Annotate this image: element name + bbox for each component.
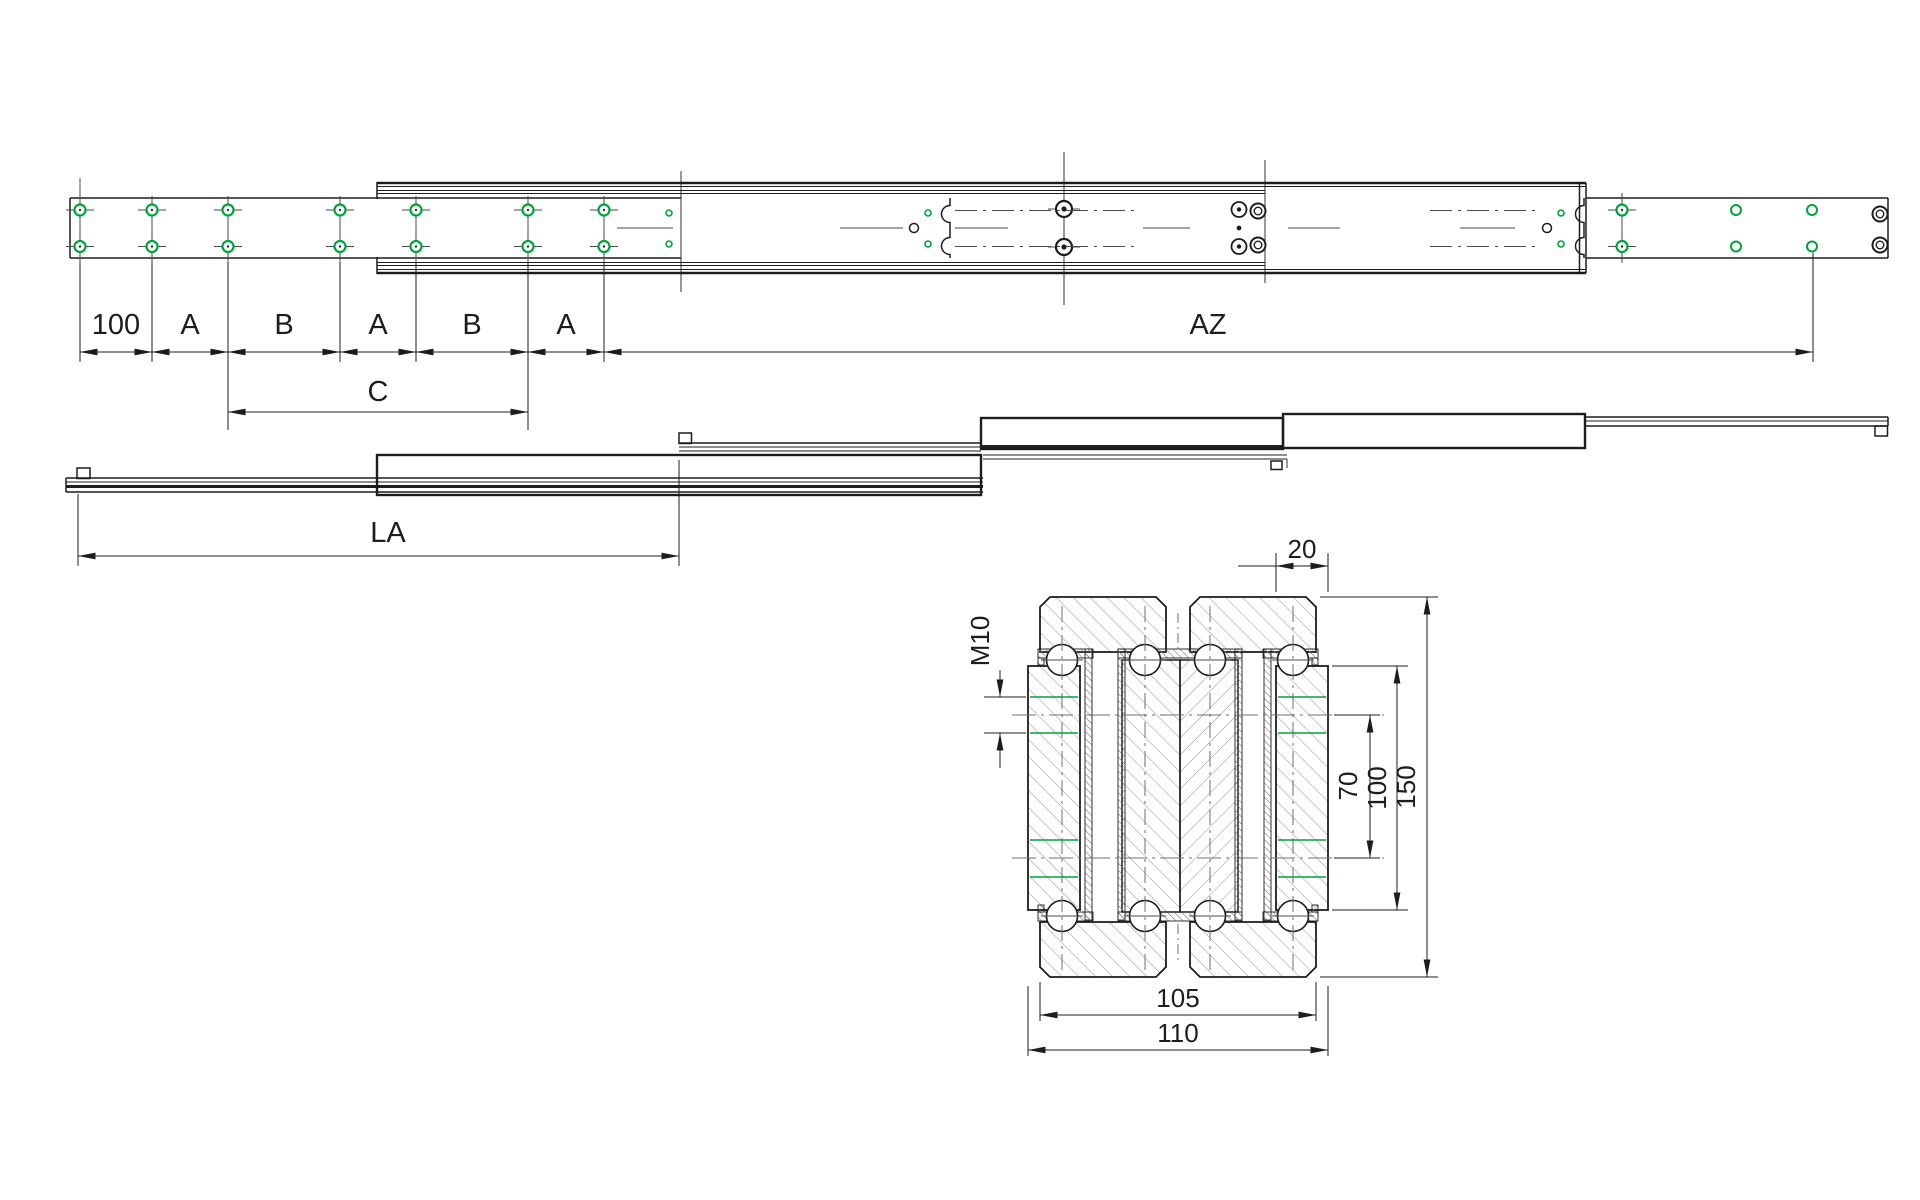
center-column: [1179, 659, 1239, 913]
cs-dim-overall-height: 150: [1320, 596, 1438, 978]
dim-label-c: C: [368, 376, 389, 408]
la-dimension: LA: [77, 460, 680, 566]
dim-label-b2: B: [462, 309, 481, 341]
cs-dim-inner-height: 100: [1332, 665, 1408, 911]
rail-end-scallop: [940, 198, 951, 258]
dim-label-100v: 100: [1362, 766, 1392, 809]
dim-label-105: 105: [1156, 983, 1199, 1013]
section-centerlines: [1012, 606, 1384, 970]
rivet-holes-black: [908, 199, 1889, 257]
length-dimension-row: 100 A B A B A AZ: [79, 253, 1814, 430]
mounting-block: [1189, 921, 1317, 978]
cs-dim-hole-width: 105: [1039, 982, 1317, 1021]
dim-label-m10: M10: [965, 616, 995, 667]
cs-dim-overall-width: 110: [1027, 986, 1329, 1056]
c-dimension: C: [228, 376, 528, 416]
cs-dim-hole-spacing: 70: [1333, 714, 1380, 859]
cs-dim-thread: M10: [965, 616, 1026, 768]
cross-section-view: 20 M10 70 100 150 105: [965, 534, 1438, 1056]
rail-end-scallop: [1574, 198, 1585, 258]
dim-label-b1: B: [274, 309, 293, 341]
tapped-hole-marks: [1030, 696, 1326, 878]
side-column: [1275, 665, 1329, 911]
dim-label-150: 150: [1391, 765, 1421, 808]
top-view-extended-slide: [64, 152, 1889, 305]
rail-centerline-dashes: [617, 210, 1535, 247]
dim-label-a2: A: [368, 309, 388, 341]
side-view-closed-slide: [65, 412, 1889, 497]
side-column: [1027, 665, 1081, 911]
dim-label-110: 110: [1157, 1018, 1198, 1048]
dim-label-az: AZ: [1189, 309, 1226, 341]
dim-label-a3: A: [556, 309, 576, 341]
mounting-block: [1039, 921, 1167, 978]
cs-dim-flange-width: 20: [1238, 534, 1329, 592]
dim-label-a1: A: [180, 309, 200, 341]
center-column: [1121, 659, 1181, 913]
dim-label-70: 70: [1333, 772, 1363, 801]
dim-label-100: 100: [92, 309, 140, 341]
mounting-block: [1039, 596, 1167, 653]
dim-label-20: 20: [1288, 534, 1317, 564]
dim-label-la: LA: [370, 517, 406, 549]
